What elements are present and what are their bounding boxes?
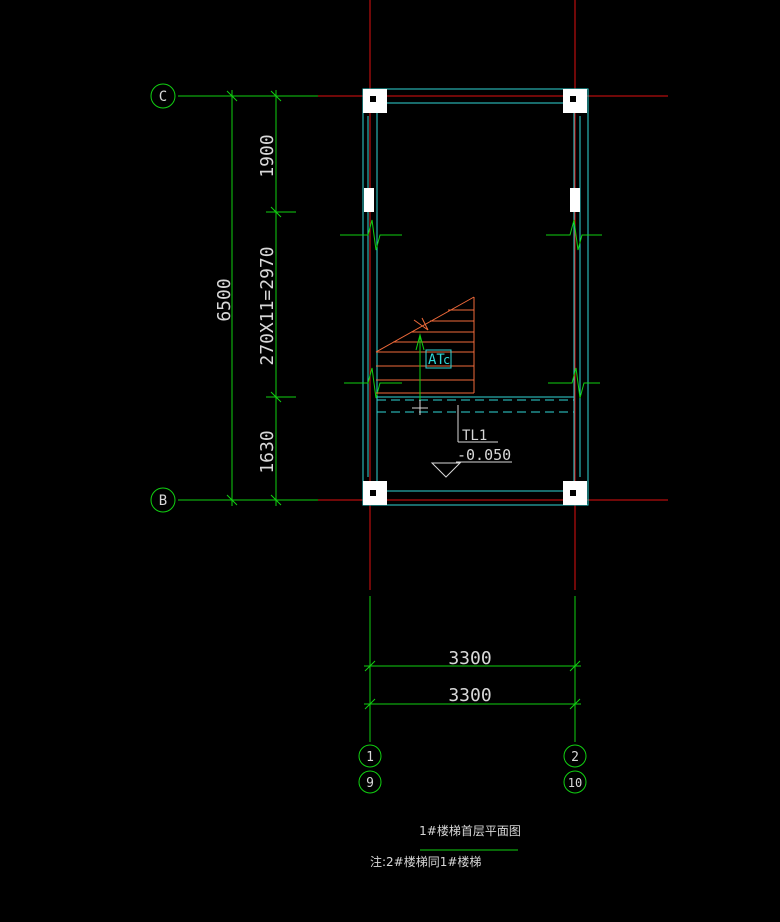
axis-bubble-c: C (150, 83, 176, 109)
stair-flight (375, 296, 475, 394)
axis-bubble-1: 1 9 (358, 744, 382, 794)
circle-axis-bubble-icon (150, 83, 176, 109)
drawing-note: 注:2#楼梯同1#楼梯 (370, 854, 481, 869)
stairwell-walls (362, 88, 589, 506)
dim-segment-bottom: 1630 (257, 430, 278, 473)
elevation-value: -0.050 (457, 446, 511, 464)
axis-bubble-b: B (150, 487, 176, 513)
axis-sublabel-2: 10 (568, 776, 582, 790)
column-mid-right (570, 188, 580, 212)
beam-label: TL1 (462, 428, 487, 444)
landing-edge (377, 396, 574, 413)
axis-bubble-2: 2 10 (563, 744, 587, 794)
dim-segment-top: 1900 (257, 134, 278, 177)
circle-axis-bubble-icon (563, 744, 587, 768)
circle-axis-bubble-icon (150, 487, 176, 513)
beam-leader (456, 405, 512, 463)
dim-segment-mid: 270X11=2970 (257, 246, 278, 365)
dim-total-vertical: 6500 (214, 278, 235, 321)
break-line-icon (413, 317, 429, 331)
vertical-dimension-chain (178, 90, 318, 506)
circle-axis-bubble-icon (563, 770, 587, 794)
circle-axis-bubble-icon (358, 744, 382, 768)
stair-label-suffix: c (443, 353, 450, 367)
axis-label-1: 1 (366, 750, 374, 765)
circle-axis-bubble-icon (358, 770, 382, 794)
arrow-up-icon (412, 333, 428, 415)
axis-label-2: 2 (571, 750, 579, 765)
column-mid-left (364, 188, 374, 212)
triangle-elevation-marker-icon (430, 462, 462, 478)
dim-horizontal-1: 3300 (448, 648, 491, 669)
axis-sublabel-1: 9 (366, 776, 374, 791)
dim-horizontal-2: 3300 (448, 685, 491, 706)
columns (363, 89, 587, 505)
stair-label-box (425, 349, 452, 369)
horizontal-dimension-chain (364, 596, 581, 742)
axis-label-b: B (159, 493, 167, 509)
stair-label: AT (428, 352, 445, 368)
drawing-title: 1#楼梯首层平面图 (419, 823, 521, 838)
break-line-icon (340, 219, 602, 399)
axis-label-c: C (159, 89, 167, 105)
